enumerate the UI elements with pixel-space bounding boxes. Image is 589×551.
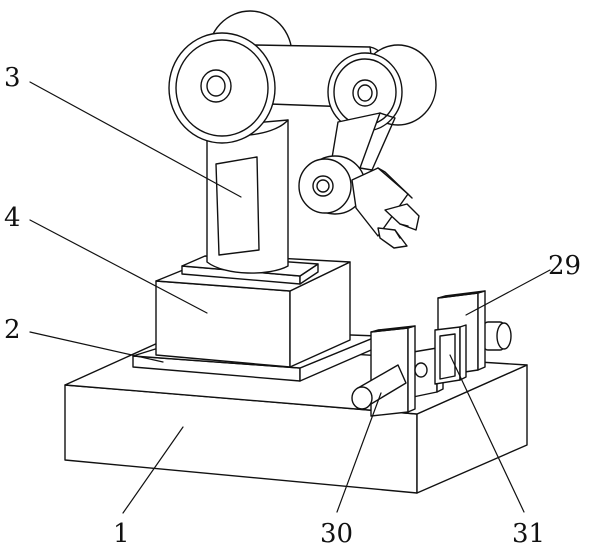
label-3: 3 (4, 63, 21, 93)
leader-31 (449, 354, 525, 513)
label-29: 29 (548, 251, 581, 281)
leader-1 (122, 426, 184, 514)
leader-30 (336, 392, 382, 513)
label-30: 30 (320, 519, 353, 549)
leader-lines (29, 81, 551, 514)
leader-2 (29, 331, 164, 363)
vertical-column (206, 119, 289, 274)
label-1: 1 (113, 519, 130, 549)
label-4: 4 (4, 203, 21, 233)
leader-4 (29, 219, 208, 314)
elbow-joint (327, 44, 437, 132)
shoulder-disc (168, 32, 276, 144)
wrist-joint (298, 155, 366, 215)
label-2: 2 (4, 315, 21, 345)
clamp-bar-31 (434, 324, 467, 385)
label-31: 31 (512, 519, 545, 549)
leader-29 (465, 269, 551, 316)
leader-3 (29, 81, 242, 198)
gripper (351, 167, 420, 249)
reference-numerals: 3 4 2 1 29 30 31 (4, 63, 581, 549)
